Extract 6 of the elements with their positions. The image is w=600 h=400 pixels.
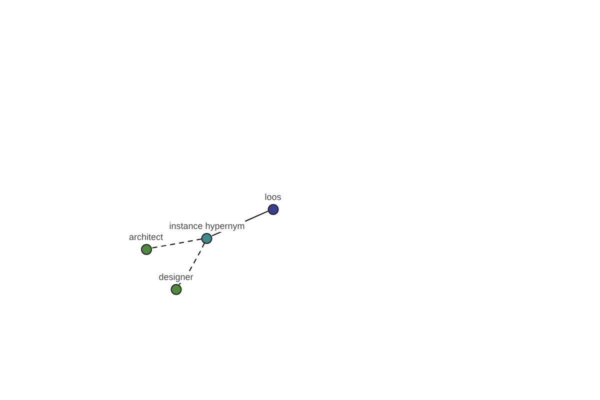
dashed-line [178, 242, 206, 286]
node-label: loos [264, 192, 282, 202]
node-label: instance hypernym [169, 220, 245, 232]
dashed-line [150, 238, 202, 249]
node-label: architect [129, 232, 163, 242]
node-label: designer [158, 272, 194, 282]
